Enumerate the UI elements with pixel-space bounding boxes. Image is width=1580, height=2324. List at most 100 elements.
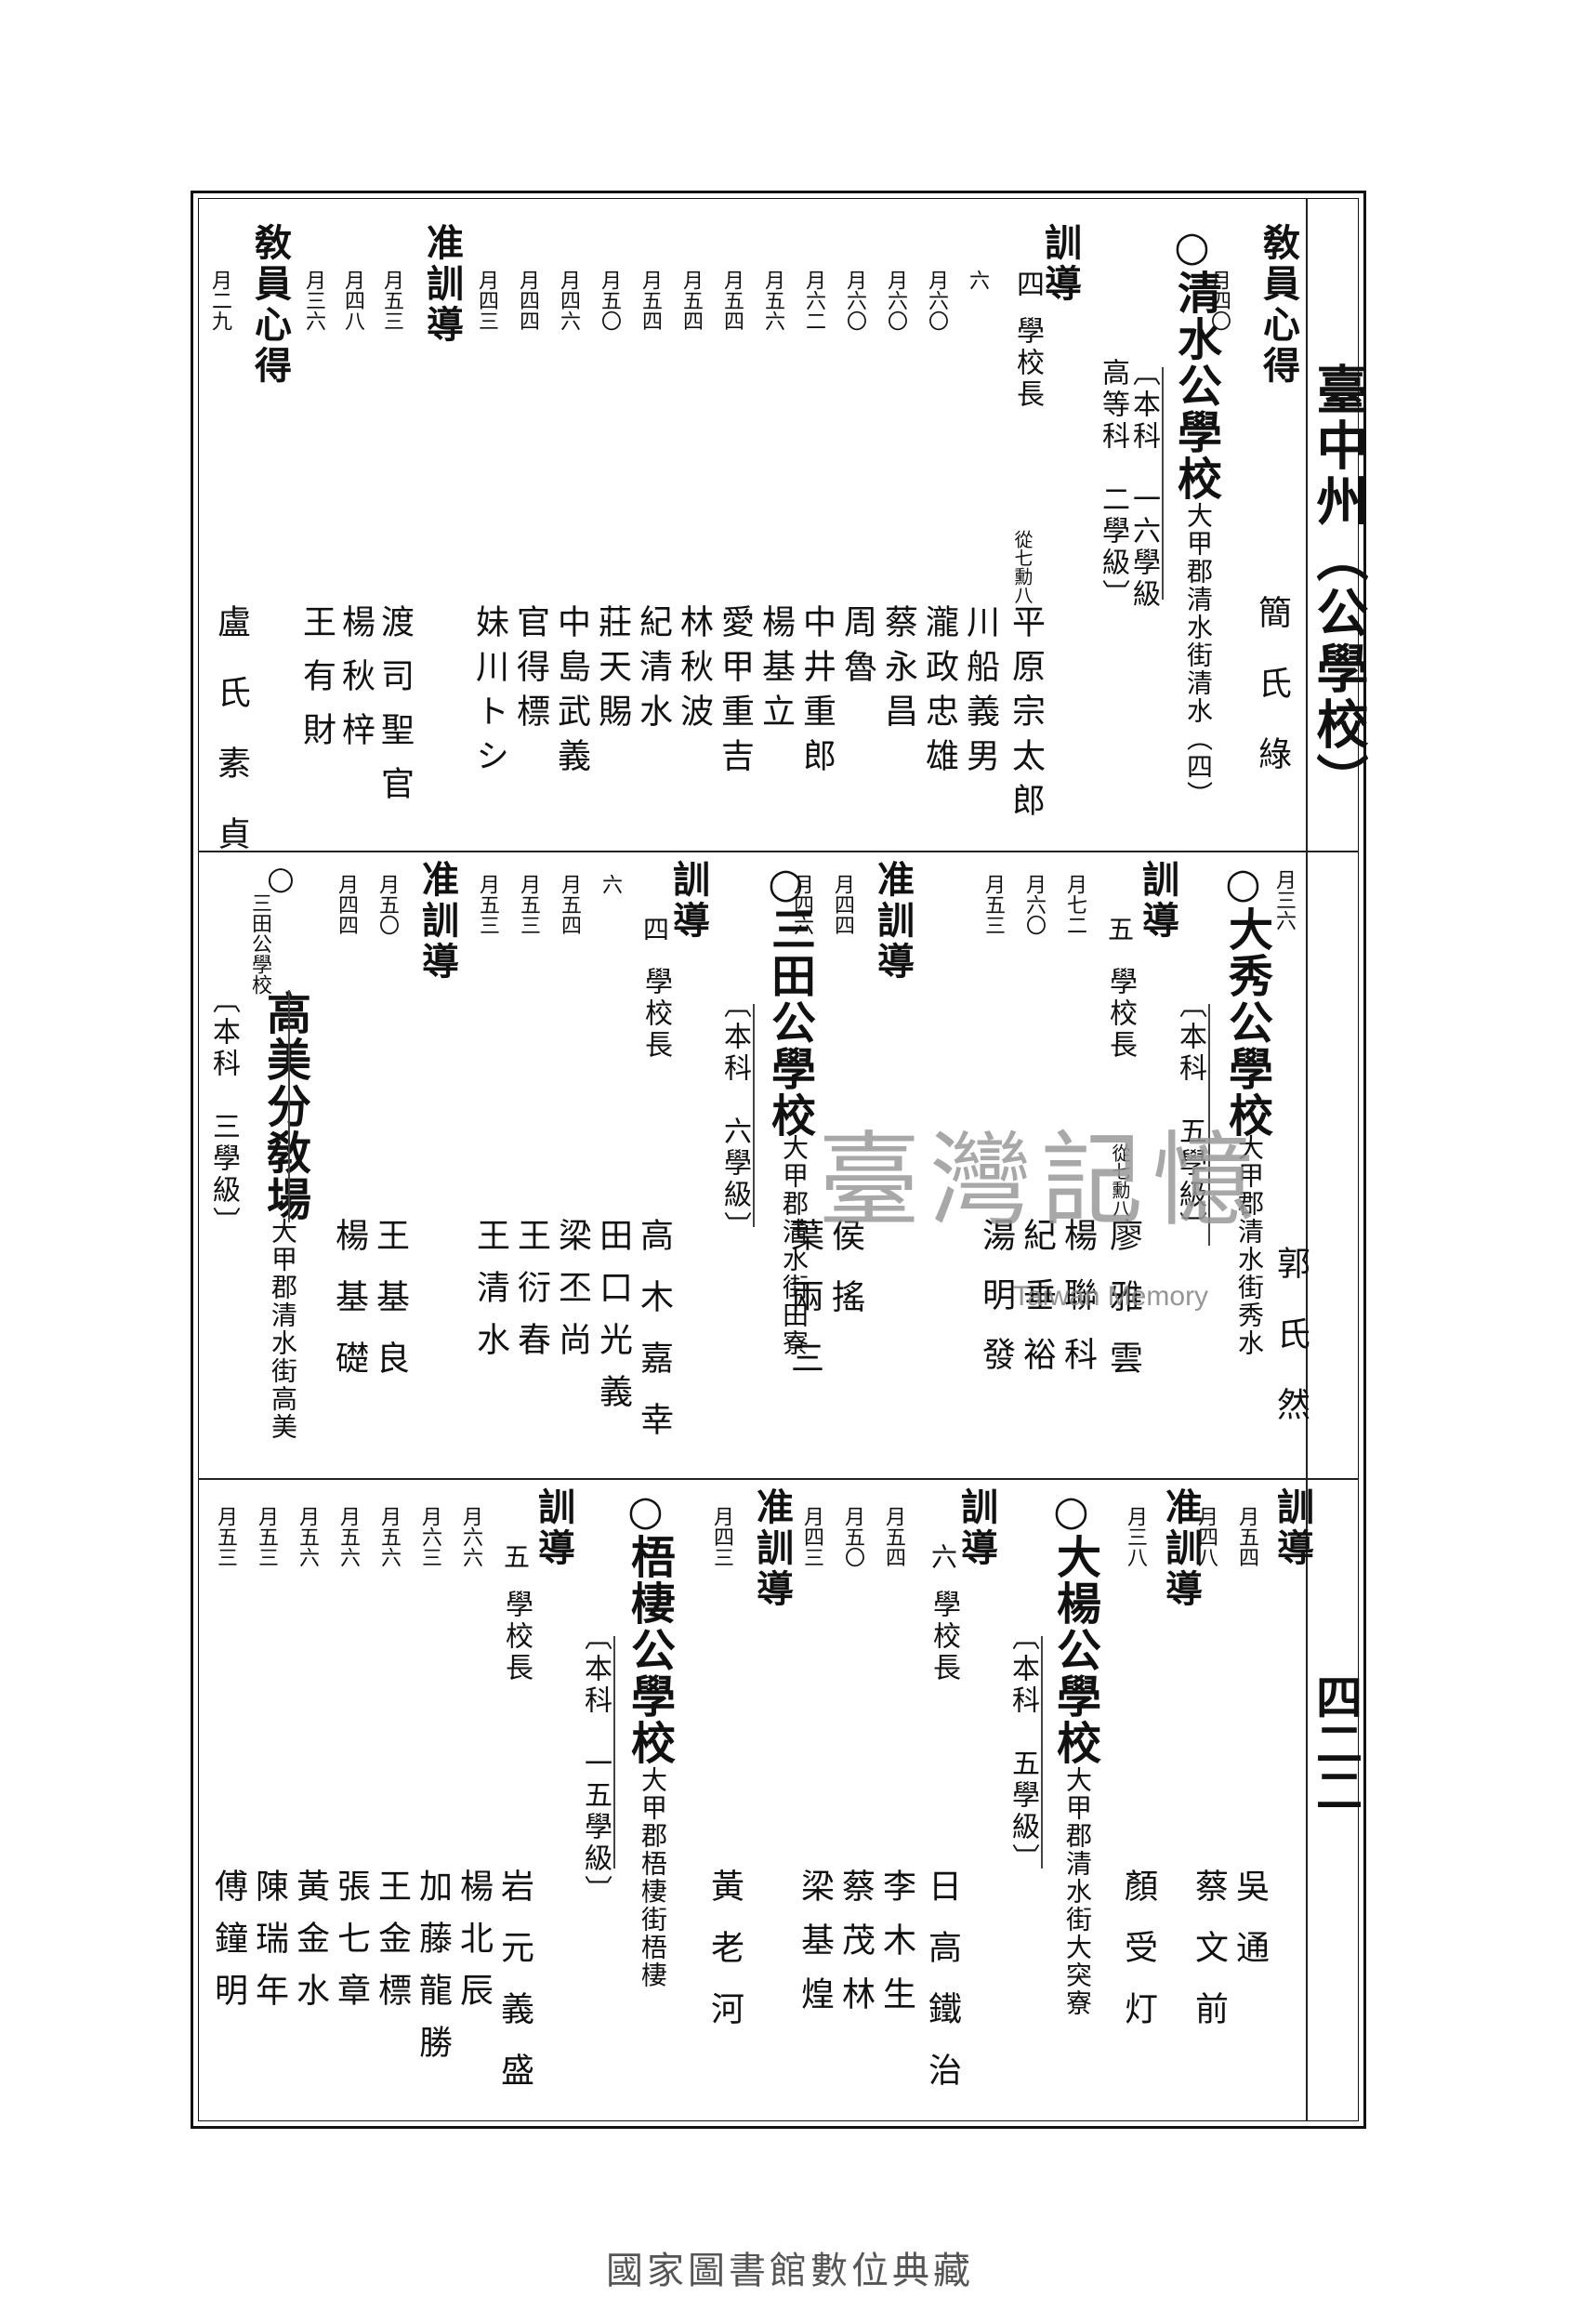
salary: 月五三	[476, 874, 499, 935]
staff-name: 楊聯科	[1059, 1218, 1097, 1396]
staff-name: 王金標	[373, 1868, 411, 2025]
salary: 月四六	[557, 270, 580, 331]
salary: 月三八	[1124, 1506, 1147, 1567]
section-divider-1	[198, 851, 1359, 852]
staff-name: 中島武義	[552, 604, 590, 783]
salary: 月四四	[335, 874, 358, 935]
bracket-line	[1162, 367, 1164, 600]
principal-decoration: 從七勳八	[1011, 530, 1034, 604]
staff-name: 黃老河	[705, 1868, 744, 2053]
staff-name: 侯搖	[826, 1218, 864, 1340]
staff-name: 李木生	[877, 1868, 915, 2030]
role-label: 訓導	[1136, 860, 1179, 942]
staff-name: 王清水	[471, 1218, 509, 1374]
salary: 月六〇	[884, 270, 907, 331]
salary: 月四四	[516, 270, 539, 331]
staff-name: 蔡茂林	[836, 1868, 875, 2030]
principal-grade: 五	[1104, 916, 1135, 942]
salary: 月七二	[1063, 874, 1086, 935]
principal-title: 學校長	[928, 1590, 960, 1684]
school-grade: 〔本科 一六學級	[1127, 358, 1160, 611]
salary: 月五四	[720, 270, 744, 331]
salary: 月六二	[802, 270, 825, 331]
salary: 月四三	[800, 1506, 823, 1567]
school-address: 大甲郡清水街大突寮	[1062, 1766, 1093, 2017]
salary: 月四三	[475, 270, 498, 331]
staff-name: 楊基立	[757, 604, 795, 738]
salary: 月五三	[981, 874, 1005, 935]
salary: 月五四	[558, 874, 581, 935]
role-label: 准訓導	[415, 860, 459, 983]
bracket-line	[1208, 1004, 1210, 1246]
principal-grade: 四	[1011, 270, 1044, 297]
salary: 月五六	[377, 1506, 401, 1567]
school-address: 大甲郡清水街秀水	[1234, 1134, 1265, 1357]
staff-name: 王有財	[297, 604, 336, 766]
principal-name: 高木嘉幸	[635, 1218, 673, 1463]
staff-name: 簡氏綠	[1253, 595, 1291, 807]
role-label: 訓導	[532, 1487, 575, 1569]
role-label: 訓導	[955, 1487, 998, 1569]
page-header: 臺中州（公學校）	[1308, 363, 1369, 809]
salary: 月五〇	[841, 1506, 864, 1567]
staff-name: 吳通	[1231, 1868, 1269, 1991]
principal-title: 學校長	[639, 967, 672, 1062]
staff-name: 中井重郎	[797, 604, 836, 783]
role-label: 訓導	[666, 860, 710, 942]
salary: 月五六	[336, 1506, 360, 1567]
school-name: 大秀公學校	[1220, 906, 1272, 1139]
salary: 六	[966, 270, 989, 290]
school-address: 大甲郡梧棲街梧棲	[638, 1766, 668, 1989]
parent-school: 三田公學校	[248, 892, 271, 995]
principal-grade: 六	[928, 1543, 958, 1569]
section-divider-2	[198, 1478, 1359, 1480]
staff-name: 官得標	[511, 604, 549, 738]
principal-decoration: 從七勳八	[1109, 1143, 1131, 1218]
school-grade: 〔本科 六學級〕	[718, 990, 751, 1243]
principal-name: 平原宗太郎	[1007, 604, 1045, 827]
salary: 月六六	[459, 1506, 482, 1567]
staff-name: 蔡文前	[1190, 1868, 1228, 2053]
staff-name: 田口光義	[594, 1218, 632, 1426]
staff-name: 瀧政忠雄	[920, 604, 958, 783]
principal-title: 學校長	[1011, 316, 1044, 411]
bracket-line	[613, 1636, 615, 1868]
salary: 月五四	[639, 270, 662, 331]
salary: 月五六	[296, 1506, 319, 1567]
principal-name: 岩元義盛	[495, 1868, 533, 2114]
salary: 月五四	[1235, 1506, 1258, 1567]
staff-name: 郭氏然	[1271, 1246, 1310, 1458]
salary: 月五四	[882, 1506, 905, 1567]
staff-name: 顏受灯	[1119, 1868, 1157, 2053]
principal-title: 學校長	[1104, 967, 1137, 1062]
salary: 月四六	[790, 874, 813, 935]
staff-name: 渡司聖官	[375, 604, 414, 820]
school-mark: ○	[1047, 1487, 1095, 1535]
salary: 月五三	[380, 270, 403, 331]
school-grade: 高等科 二學級〕	[1097, 358, 1129, 611]
staff-name: 楊北辰	[454, 1868, 493, 2025]
header-divider	[1306, 198, 1308, 2121]
role-label: 敎員心得	[248, 223, 292, 387]
role-label: 訓導	[1038, 223, 1082, 305]
role-label: 准訓導	[1159, 1487, 1203, 1610]
school-mark: ○	[262, 860, 299, 897]
principal-title: 學校長	[500, 1590, 533, 1684]
staff-name: 盧氏素貞	[212, 604, 250, 887]
role-label: 准訓導	[871, 860, 915, 983]
staff-name: 蔡永昌	[879, 604, 917, 738]
salary: 月六三	[418, 1506, 441, 1567]
school-name: 高美分敎場	[258, 990, 310, 1222]
salary: 月六〇	[925, 270, 948, 331]
staff-name: 張七章	[332, 1868, 370, 2025]
staff-name: 妹川トシ	[470, 604, 508, 783]
staff-name: 梁基煌	[796, 1868, 834, 2030]
principal-name: 廖雅雲	[1104, 1218, 1142, 1402]
staff-name: 紀清水	[634, 604, 672, 738]
staff-name: 周魯	[838, 604, 876, 693]
principal-name: 日高鐵治	[923, 1868, 961, 2114]
salary: 月四三	[710, 1506, 733, 1567]
school-mark: ○	[1168, 223, 1216, 271]
salary: 月六〇	[1022, 874, 1046, 935]
salary: 月四〇	[1207, 270, 1231, 331]
